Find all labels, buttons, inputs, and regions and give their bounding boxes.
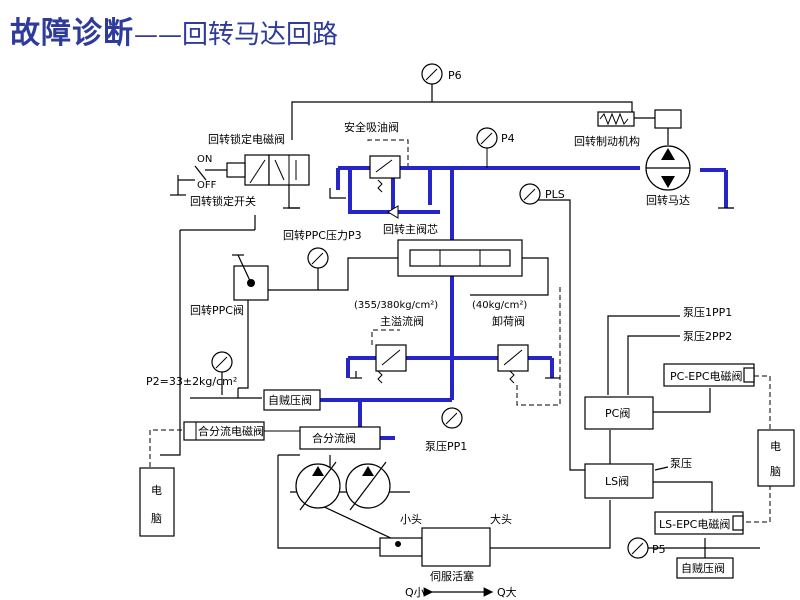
label-ecu-right-1: 电 bbox=[770, 440, 781, 453]
label-servo-piston: 伺服活塞 bbox=[430, 569, 474, 583]
gauge-p2 bbox=[211, 351, 233, 373]
label-pump-2pp2: 泵压2PP2 bbox=[683, 330, 732, 343]
label-pump-1pp1: 泵压1PP1 bbox=[683, 306, 732, 319]
label-merge-solenoid: 合分流电磁阀 bbox=[198, 424, 264, 438]
brake-mechanism bbox=[597, 109, 682, 145]
main-spool bbox=[397, 239, 523, 277]
label-pc-valve: PC阀 bbox=[605, 406, 630, 420]
label-ecu-left-2: 脑 bbox=[151, 512, 162, 525]
label-on: ON bbox=[197, 154, 212, 165]
pc-valve-box bbox=[584, 396, 654, 430]
label-self-reducing: 自贼压阀 bbox=[268, 393, 312, 407]
gauge-p3 bbox=[307, 247, 329, 269]
ecu-left-box bbox=[139, 467, 175, 537]
label-pump-pp1-left: 泵压PP1 bbox=[425, 440, 467, 453]
ls-valve-box bbox=[584, 463, 654, 499]
label-q-small: Q小 bbox=[405, 586, 425, 599]
label-p6: P6 bbox=[448, 69, 462, 82]
self-reducing-valve-2-box bbox=[676, 557, 734, 579]
unload-valve bbox=[497, 344, 560, 384]
dashed-lines bbox=[149, 139, 771, 523]
safety-suction-valve bbox=[369, 155, 401, 219]
label-ls-epc: LS-EPC电磁阀 bbox=[659, 517, 730, 531]
gauge-p6 bbox=[421, 63, 443, 85]
gauge-pp1 bbox=[441, 407, 463, 429]
label-lock-switch: 回转锁定开关 bbox=[190, 194, 256, 208]
label-merge-valve: 合分流阀 bbox=[312, 431, 356, 445]
label-ecu-left-1: 电 bbox=[151, 484, 162, 497]
gauges bbox=[211, 63, 649, 559]
label-p4: P4 bbox=[501, 132, 515, 145]
label-main-relief: 主溢流阀 bbox=[380, 314, 424, 328]
label-ppc-valve: 回转PPC阀 bbox=[190, 303, 244, 317]
tank-symbols bbox=[329, 188, 734, 209]
label-pump-pressure: 泵压 bbox=[670, 457, 692, 470]
label-lock-valve: 回转锁定电磁阀 bbox=[208, 132, 285, 146]
label-ls-valve: LS阀 bbox=[605, 474, 629, 488]
title-sub: 回转马达回路 bbox=[182, 20, 339, 50]
label-q-big: Q大 bbox=[497, 585, 517, 599]
gauge-p5 bbox=[627, 537, 649, 559]
label-big-end: 大头 bbox=[490, 512, 512, 526]
pc-epc-valve bbox=[663, 363, 755, 387]
label-safety-valve: 安全吸油阀 bbox=[344, 120, 399, 134]
label-off: OFF bbox=[197, 180, 217, 191]
ecu-right-box bbox=[757, 429, 795, 487]
gauge-pls bbox=[519, 183, 541, 205]
components bbox=[139, 109, 795, 579]
label-p5: P5 bbox=[652, 543, 666, 556]
diagram-labels: P6 P4 PLS P5 回转锁定电磁阀 ON OFF 回转锁定开关 安全吸油阀… bbox=[146, 69, 781, 599]
lock-solenoid-valve bbox=[170, 154, 310, 209]
merge-valve bbox=[264, 426, 381, 450]
title-dash: —— bbox=[134, 21, 182, 49]
swing-motor bbox=[645, 145, 691, 191]
label-main-spool: 回转主阀芯 bbox=[383, 222, 438, 236]
black-lines bbox=[160, 84, 760, 597]
label-p355: (355/380kg/cm²) bbox=[354, 300, 438, 311]
label-small-end: 小头 bbox=[400, 513, 422, 526]
label-brake: 回转制动机构 bbox=[574, 134, 640, 148]
label-p2: P2=33±2kg/cm² bbox=[146, 375, 237, 388]
page-title: 故障诊断——回转马达回路 bbox=[10, 8, 338, 52]
label-unload: 卸荷阀 bbox=[492, 314, 525, 328]
ls-epc-valve bbox=[654, 511, 744, 535]
label-pls: PLS bbox=[545, 188, 565, 201]
label-ppc-p3: 回转PPC压力P3 bbox=[283, 228, 362, 242]
servo-piston bbox=[379, 527, 491, 567]
label-ecu-right-2: 脑 bbox=[770, 465, 781, 478]
label-motor: 回转马达 bbox=[646, 193, 690, 207]
gauge-p4 bbox=[476, 127, 498, 168]
label-p40: (40kg/cm²) bbox=[472, 300, 527, 311]
label-pc-epc: PC-EPC电磁阀 bbox=[670, 369, 743, 383]
label-self-reducing-2: 自贼压阀 bbox=[681, 561, 725, 575]
title-main: 故障诊断 bbox=[10, 16, 134, 51]
main-pumps bbox=[295, 461, 391, 511]
main-relief-valve bbox=[350, 344, 407, 384]
self-reducing-valve-box bbox=[263, 389, 321, 411]
ppc-valve bbox=[232, 254, 269, 301]
